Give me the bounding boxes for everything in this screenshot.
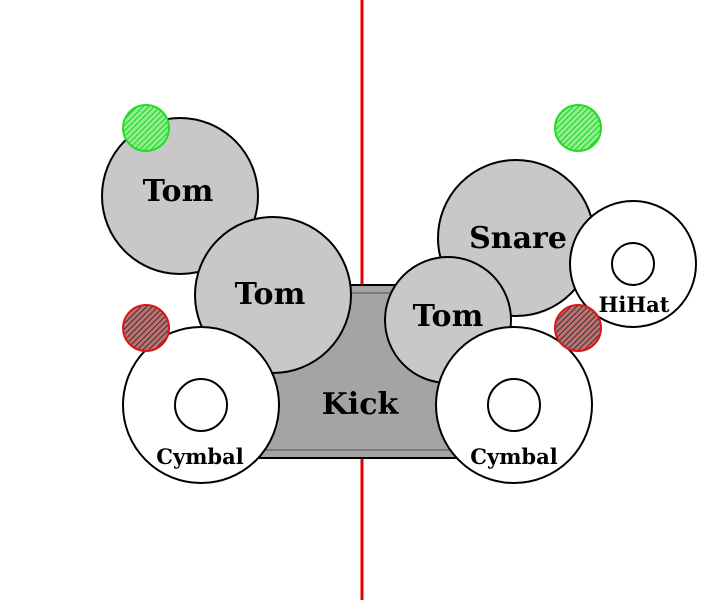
hihat-label: HiHat (599, 292, 670, 317)
hihat-cymbal[interactable]: HiHat (569, 200, 697, 328)
cymbal-left[interactable]: Cymbal (122, 326, 280, 484)
tom-label-left-top: Tom (143, 174, 214, 209)
tom-label-right: Tom (413, 299, 484, 334)
snare-label: Snare (469, 221, 567, 256)
cymbal-label-right: Cymbal (470, 444, 557, 469)
cymbal-right[interactable]: Cymbal (435, 326, 593, 484)
cymbal-label-left: Cymbal (156, 444, 243, 469)
tom-drum-left-top[interactable]: Tom (101, 117, 259, 275)
kick-label: Kick (322, 387, 400, 422)
red-marker-right (554, 304, 602, 352)
red-marker-left (122, 304, 170, 352)
green-marker-left (122, 104, 170, 152)
green-marker-right (554, 104, 602, 152)
tom-label-left-mid: Tom (235, 277, 306, 312)
